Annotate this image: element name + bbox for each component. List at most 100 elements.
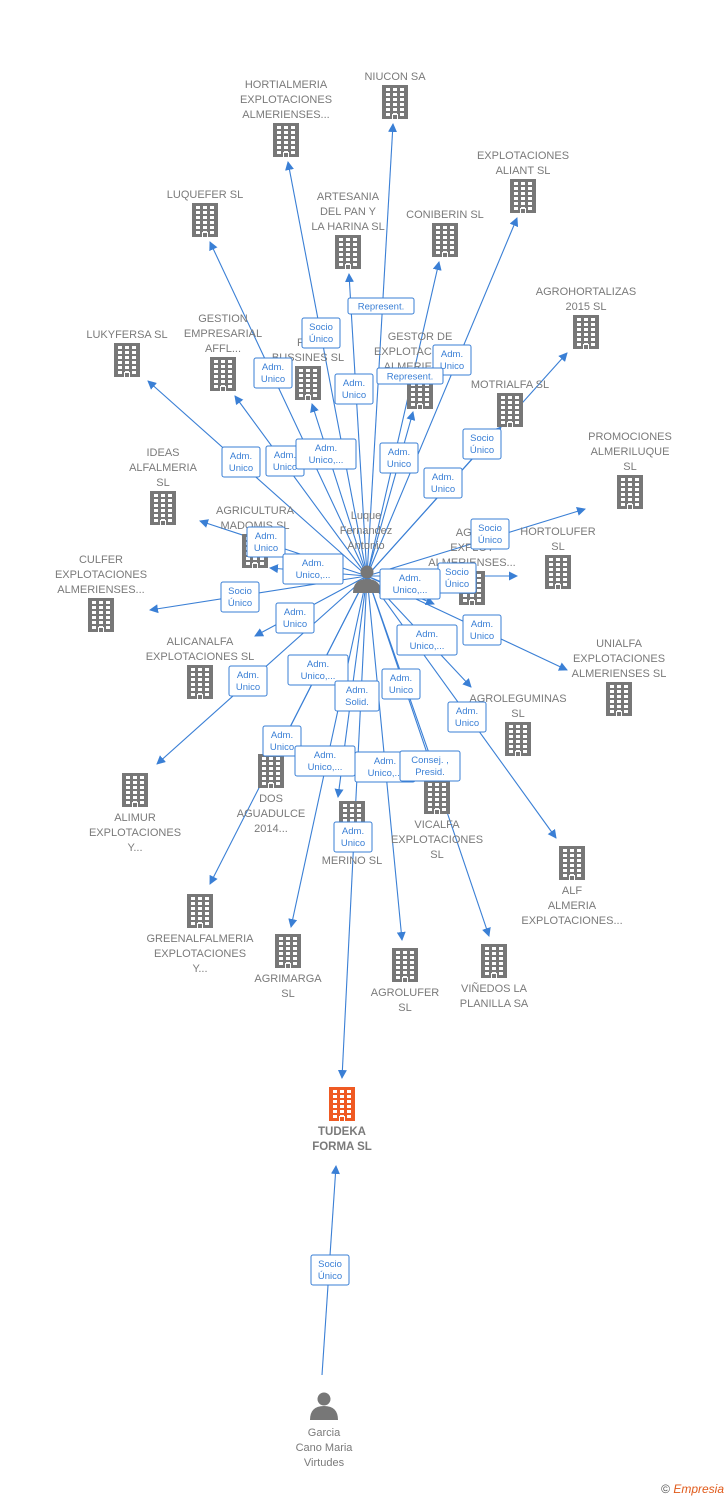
role-badge[interactable]: Adm.Unico [333,821,373,853]
company-label-c2: NIUCON SA [364,71,426,83]
company-building-icon[interactable] [295,366,321,400]
role-badge-text: Adm.Unico [440,349,464,372]
company-building-icon[interactable] [258,754,284,788]
role-badge-text: Adm.Unico [341,826,365,849]
edge-p1-c4 [209,241,368,577]
role-badge[interactable]: Adm.Unico [262,725,302,757]
edge-p1-c10 [310,403,368,577]
company-building-icon[interactable] [382,85,408,119]
company-building-icon[interactable] [481,944,507,978]
role-badge[interactable]: Adm.Solid. [334,680,380,712]
target-company-building-icon[interactable] [329,1087,355,1121]
person-icon[interactable] [353,565,381,594]
company-building-icon[interactable] [573,315,599,349]
role-badge[interactable]: Adm.Unico,... [287,654,349,686]
role-badge-text: Adm.Unico [431,472,455,495]
role-badge[interactable]: Adm.Unico [423,467,463,499]
role-badge-text: Adm.Unico,... [410,629,445,652]
company-building-icon[interactable] [545,555,571,589]
company-building-icon[interactable] [424,780,450,814]
role-badge-text: Adm.Unico [254,531,278,554]
role-badge[interactable]: Adm.Unico,... [379,568,441,600]
company-label-c6: CONIBERIN SL [406,209,484,221]
role-badge[interactable]: Represent. [376,367,444,385]
role-badge-text: Adm.Unico [283,607,307,630]
role-badge[interactable]: Adm.Unico,... [396,624,458,656]
role-badge[interactable]: Adm.Unico [253,357,293,389]
company-label-c12: MOTRIALFA SL [471,379,549,391]
company-building-icon[interactable] [187,894,213,928]
company-building-icon[interactable] [187,665,213,699]
role-badge-text: Adm.Unico [470,619,494,642]
role-badge[interactable]: Adm.Unico [334,373,374,405]
role-badge[interactable]: Adm.Unico [447,701,487,733]
company-building-icon[interactable] [497,393,523,427]
role-badge[interactable]: Represent. [347,297,415,315]
role-badge[interactable]: Adm.Unico,... [295,438,357,470]
company-building-icon[interactable] [114,343,140,377]
company-building-icon[interactable] [606,682,632,716]
company-building-icon[interactable] [275,934,301,968]
company-building-icon[interactable] [122,773,148,807]
role-badge-text: Adm.Unico [389,673,413,696]
company-building-icon[interactable] [559,846,585,880]
role-badge-text: Adm.Unico,... [301,659,336,682]
company-building-icon[interactable] [210,357,236,391]
role-badge-text: Adm.Unico,... [309,443,344,466]
role-badge-text: Adm.Unico,... [296,558,331,581]
edge-p1-c2 [366,123,398,577]
company-building-icon[interactable] [432,223,458,257]
role-badge-text: Adm.Unico [455,706,479,729]
role-badge-text: Consej. ,Presid. [411,755,449,778]
role-badge[interactable]: Adm.Unico [462,614,502,646]
company-building-icon[interactable] [510,179,536,213]
role-badge[interactable]: Adm.Unico,... [294,745,356,777]
role-badge[interactable]: Adm.Unico [381,668,421,700]
company-building-icon[interactable] [273,123,299,157]
role-badge[interactable]: Adm.Unico [379,442,419,474]
role-badge[interactable]: Consej. ,Presid. [399,750,461,782]
company-building-icon[interactable] [392,948,418,982]
edge-p1-c8 [147,380,368,577]
role-badge[interactable]: Adm.Unico [275,602,315,634]
role-badge-text: Adm.Unico,... [308,750,343,773]
company-building-icon[interactable] [192,203,218,237]
role-badge[interactable]: Adm.Unico,... [282,553,344,585]
role-badge[interactable]: Adm.Unico [228,665,268,697]
role-badge-text: Represent. [358,302,404,313]
company-building-icon[interactable] [335,235,361,269]
footer-brand[interactable]: © Empresia [661,1482,724,1496]
company-building-icon[interactable] [617,475,643,509]
role-badge[interactable]: Adm.Unico [432,344,472,376]
role-badge[interactable]: Adm.Unico [246,526,286,558]
company-label-c4: LUQUEFER SL [167,189,243,201]
company-building-icon[interactable] [88,598,114,632]
person-icon[interactable] [310,1392,338,1421]
company-building-icon[interactable] [505,722,531,756]
company-building-icon[interactable] [150,491,176,525]
role-badge-text: Adm.Unico [229,451,253,474]
role-badge[interactable]: Adm.Unico [221,446,261,478]
